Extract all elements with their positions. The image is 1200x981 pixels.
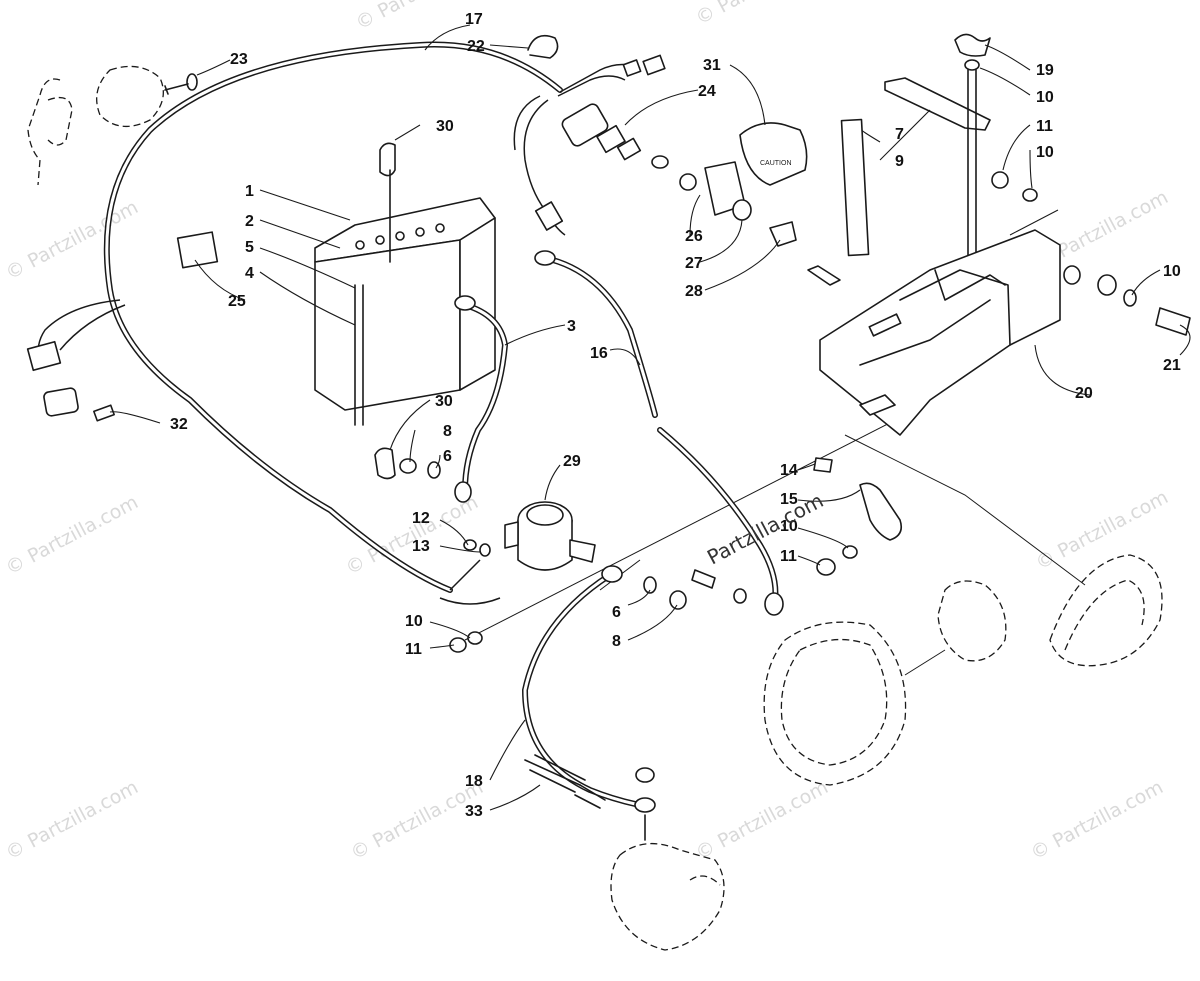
ground-cable	[521, 565, 656, 813]
callout-11: 11	[405, 641, 422, 658]
guide-line	[1009, 209, 1059, 236]
battery	[314, 197, 496, 411]
callout-6: 6	[612, 604, 621, 621]
threaded-rod	[967, 69, 977, 276]
callout-21: 21	[1163, 357, 1181, 374]
recoil-link	[904, 649, 946, 676]
engine-outline	[1049, 554, 1163, 667]
callout-15: 15	[780, 491, 798, 508]
callout-10: 10	[1036, 89, 1054, 106]
callout-30: 30	[436, 118, 454, 135]
callout-19: 19	[1036, 62, 1054, 79]
decal-text: CAUTION	[760, 160, 792, 167]
callout-5: 5	[245, 239, 254, 256]
mount-outline	[27, 78, 73, 186]
starter-housing-outline	[763, 621, 907, 786]
fuse	[93, 404, 115, 422]
callout-22: 22	[467, 38, 485, 55]
callout-10: 10	[405, 613, 423, 630]
callout-12: 12	[412, 510, 430, 527]
bracket-linkage	[813, 457, 903, 576]
callout-33: 33	[465, 803, 483, 820]
callout-27: 27	[685, 255, 703, 272]
callout-32: 32	[170, 416, 188, 433]
mount-screw	[164, 73, 198, 95]
battery-cable	[454, 295, 509, 503]
callout-10: 10	[1036, 144, 1054, 161]
callout-30: 30	[435, 393, 453, 410]
callout-4: 4	[245, 265, 254, 282]
positive-cable	[534, 250, 784, 616]
watermark: © Partzilla.com	[1027, 776, 1167, 864]
callout-24: 24	[698, 83, 716, 100]
callout-29: 29	[563, 453, 581, 470]
callout-10: 10	[1163, 263, 1181, 280]
callout-8: 8	[612, 633, 621, 650]
tray-fasteners	[991, 171, 1191, 336]
callout-1: 1	[245, 183, 254, 200]
switch-hardware	[651, 155, 797, 247]
callout-17: 17	[465, 11, 483, 28]
callout-8: 8	[443, 423, 452, 440]
starter-housing-inner	[780, 638, 888, 766]
hold-down-bracket	[884, 77, 991, 131]
vent-tube	[354, 284, 364, 426]
watermark: © Partzilla.com	[2, 491, 142, 579]
callout-23: 23	[230, 51, 248, 68]
watermark: © Partzilla.com	[2, 196, 142, 284]
callout-11: 11	[1036, 118, 1053, 135]
label-plate	[176, 231, 219, 269]
callout-13: 13	[412, 538, 430, 555]
callout-10: 10	[780, 518, 798, 535]
leader-lines	[109, 24, 1191, 811]
starter-solenoid	[504, 501, 596, 571]
callout-3: 3	[567, 318, 576, 335]
wing-nut	[954, 33, 991, 57]
callout-2: 2	[245, 213, 254, 230]
callout-11: 11	[780, 548, 797, 565]
callout-9: 9	[895, 153, 904, 170]
battery-tray	[807, 229, 1061, 436]
callout-31: 31	[703, 57, 721, 74]
springs	[524, 754, 606, 809]
terminal-boot	[374, 447, 396, 480]
guide-line	[464, 409, 916, 641]
callout-28: 28	[685, 283, 703, 300]
watermark: © Partzilla.com	[692, 776, 832, 864]
callout-14: 14	[780, 462, 798, 479]
callout-7: 7	[895, 126, 904, 143]
wiring-harness	[26, 41, 666, 605]
callout-16: 16	[590, 345, 608, 362]
washer	[964, 59, 980, 71]
watermark: © Partzilla.com	[2, 776, 142, 864]
mount-plate-outline	[96, 65, 164, 127]
reference-outlines	[27, 65, 1163, 786]
callout-26: 26	[685, 228, 703, 245]
callout-25: 25	[228, 293, 246, 310]
key-switch	[561, 103, 642, 161]
battery-strap	[840, 118, 870, 257]
terminal-boot	[379, 142, 396, 177]
caution-decal: CAUTION	[739, 122, 808, 186]
callout-20: 20	[1075, 385, 1093, 402]
cable-clamp	[527, 34, 559, 59]
callout-labels: 1 2 3 4 5 6 6 7 8 8 9 10 10 10 10 10 11 …	[170, 11, 1181, 820]
recoil-outline	[937, 580, 1007, 662]
guide-line	[844, 434, 1086, 586]
callout-6: 6	[443, 448, 452, 465]
callout-18: 18	[465, 773, 483, 790]
watermark: © Partzilla.com	[692, 0, 832, 29]
engine-outline-inner	[1064, 579, 1145, 651]
handlebar-post	[610, 767, 725, 951]
